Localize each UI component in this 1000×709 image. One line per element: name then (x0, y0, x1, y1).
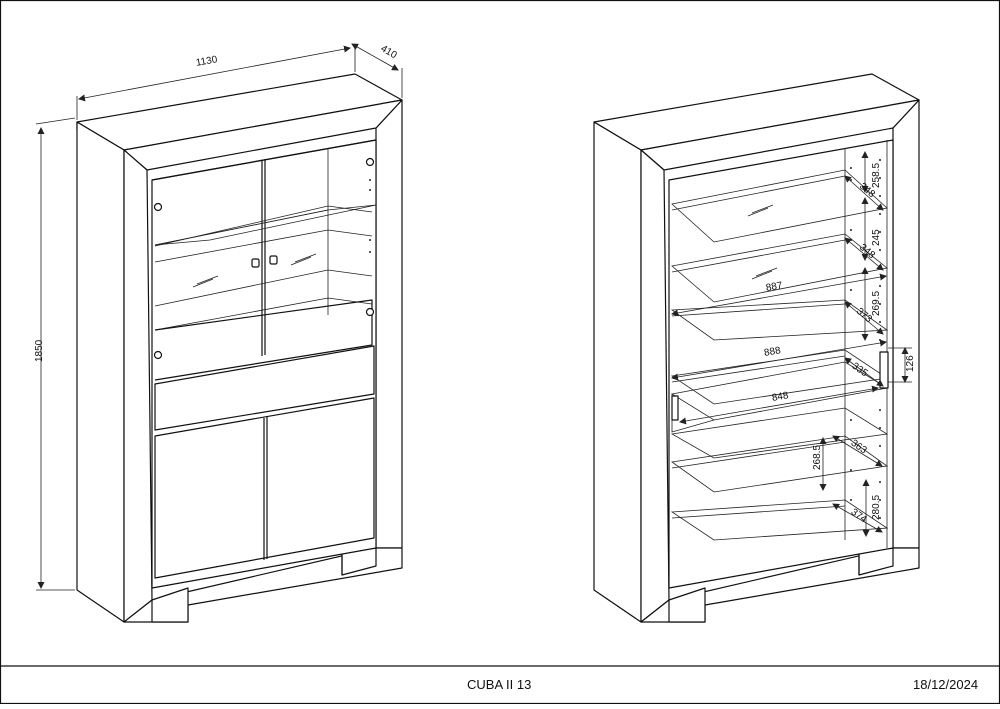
dimension-lines-right (671, 151, 912, 537)
drawing-title: CUBA II 13 (467, 677, 531, 692)
dim-width-2: 888 (763, 345, 782, 359)
dim-height-drawer: 126 (905, 355, 916, 372)
width-dimension-label: 1130 (195, 54, 219, 69)
height-dimension-label: 1850 (34, 339, 45, 362)
cabinet-front-view (76, 73, 403, 623)
dim-height-4: 268.5 (812, 445, 823, 470)
dim-height-3: 269.5 (871, 291, 882, 316)
dim-width-1: 887 (765, 280, 784, 294)
dimension-lines-left (35, 43, 403, 591)
dim-height-5: 280.5 (871, 495, 882, 520)
depth-dimension-label: 410 (379, 43, 399, 61)
dim-height-2: 245 (871, 229, 882, 246)
dim-width-3: 848 (771, 390, 790, 404)
cabinet-interior-view (593, 73, 920, 623)
dim-height-1: 258.5 (871, 163, 882, 188)
drawing-date: 18/12/2024 (913, 677, 978, 692)
